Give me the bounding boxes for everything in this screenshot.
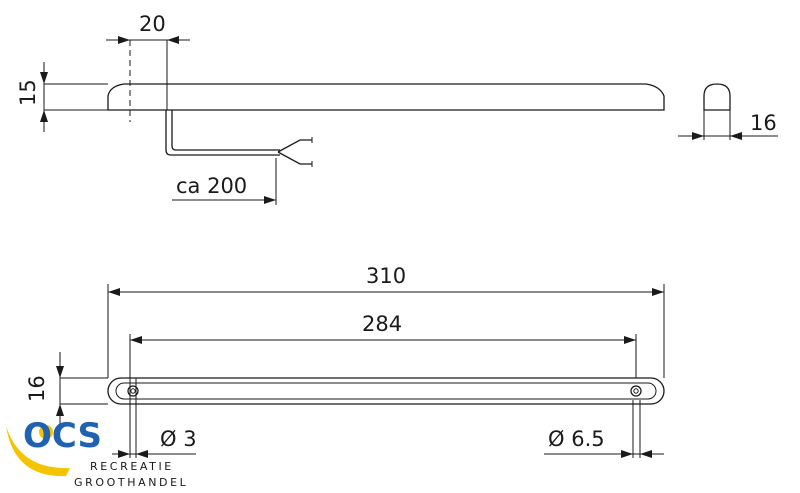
plan-lens [115,382,657,400]
large-hole-label: Ø 6.5 [548,427,605,451]
logo-swoosh [6,426,70,477]
logo-line1: RECREATIE [90,460,174,473]
hole-spacing-label: 284 [362,312,402,336]
cable-split [277,139,312,165]
top-height-label: 15 [16,79,40,106]
small-hole-label: Ø 3 [160,427,197,451]
top-width-label: 20 [139,12,166,36]
end-height-label: 16 [750,111,777,135]
plan-height-label: 16 [25,375,49,402]
overall-length-label: 310 [366,264,406,288]
logo-brand: OCS [23,416,102,456]
ocs-logo: OCS RECREATIE GROOTHANDEL [6,416,188,489]
logo-line2: GROOTHANDEL [74,476,188,489]
logo-sun [39,425,53,439]
side-view: ca 200 20 15 [16,12,665,205]
end-view: 16 [678,83,778,140]
plan-outline [107,377,665,405]
cable-length-label: ca 200 [176,174,247,198]
side-profile [107,83,665,111]
mount-hole-right [630,385,642,397]
end-profile [703,83,731,111]
mount-hole-left [127,385,139,397]
plan-view: 310 284 16 Ø 3 Ø 6.5 [25,264,665,458]
cable [165,110,280,156]
